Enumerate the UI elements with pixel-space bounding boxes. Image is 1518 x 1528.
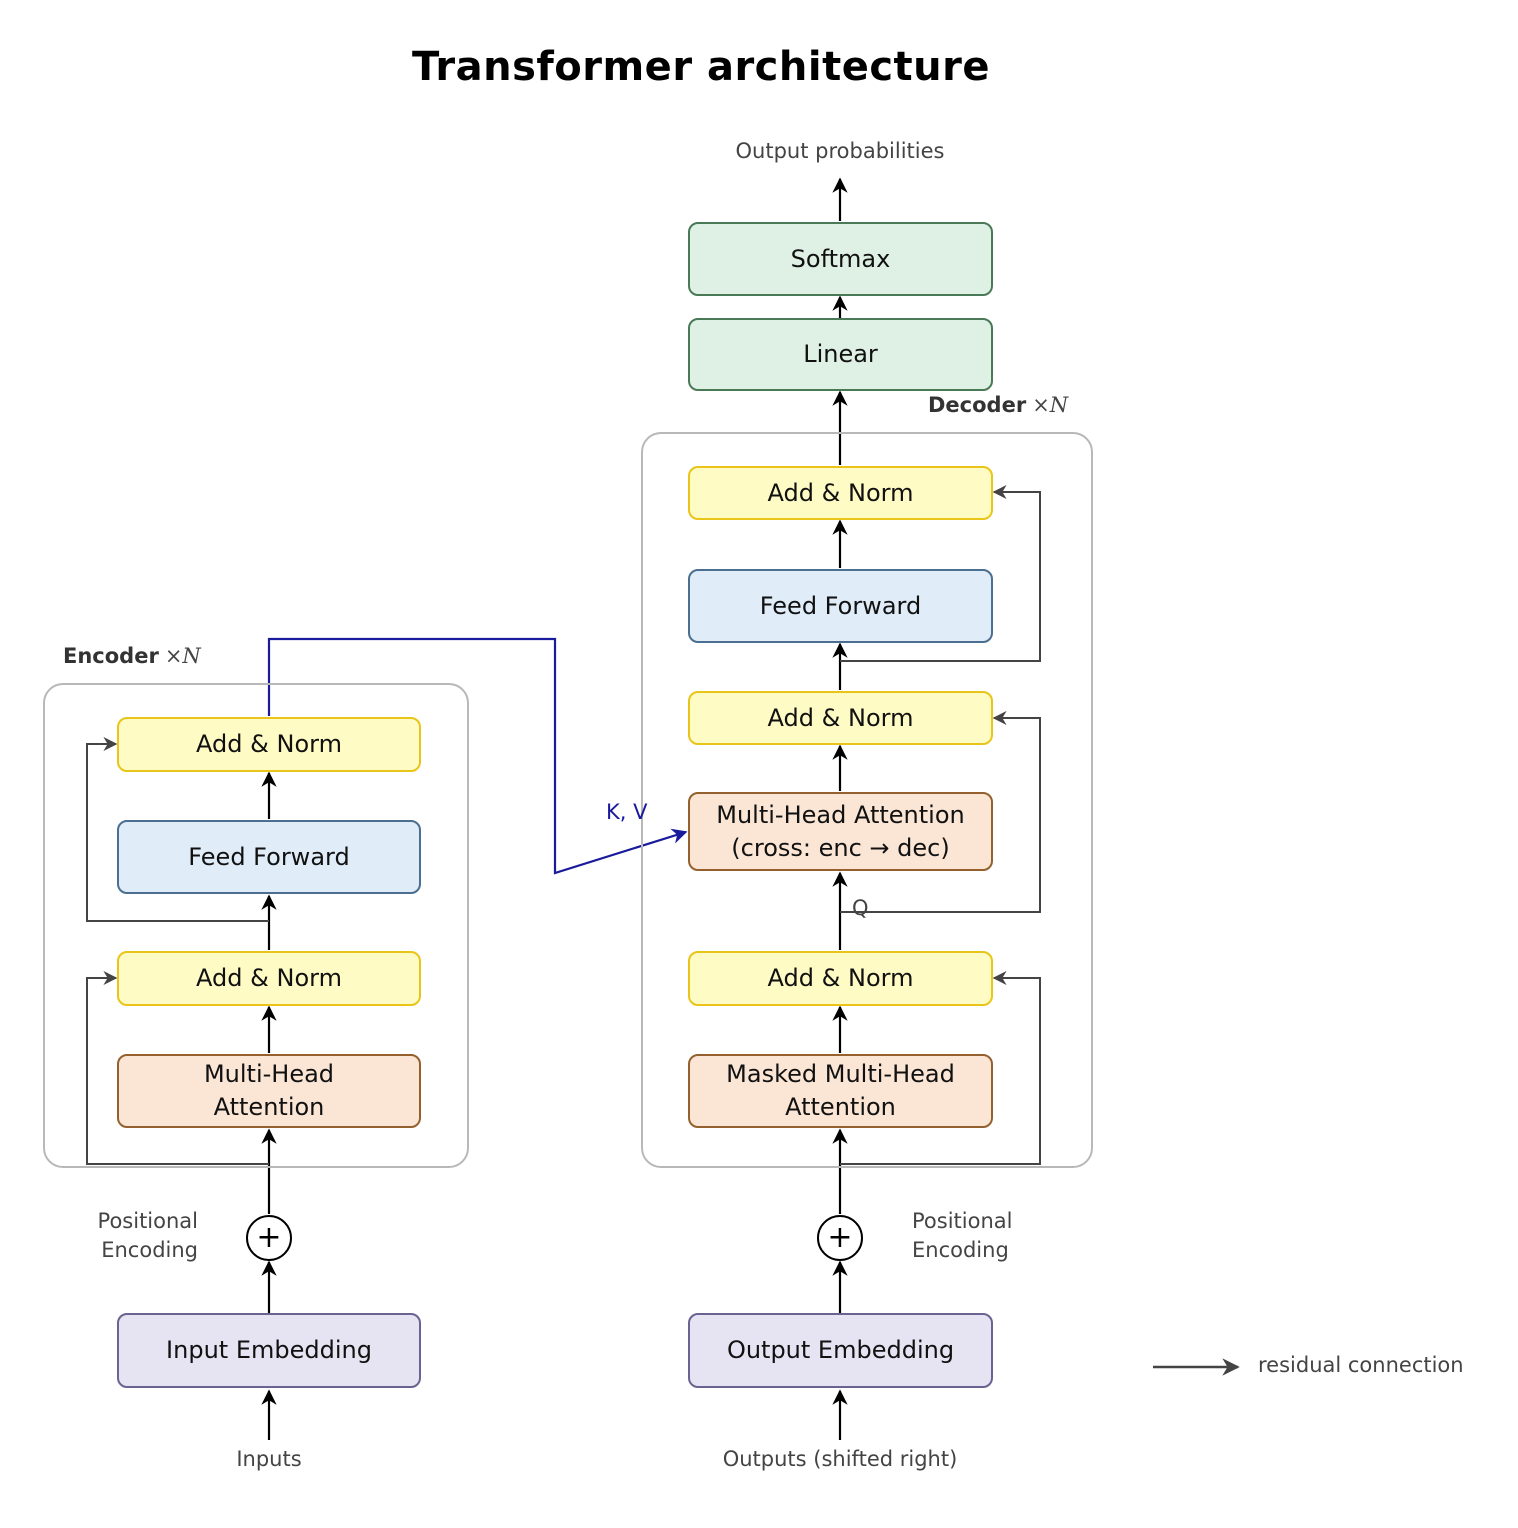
- linear-label: Linear: [803, 340, 878, 368]
- encoder-add-norm-1: Add & Norm: [117, 951, 421, 1006]
- decoder-add-norm-3-label: Add & Norm: [767, 478, 914, 507]
- encoder-add-norm-1-label: Add & Norm: [196, 964, 342, 992]
- decoder-residual-arrows: [840, 485, 1041, 1165]
- decoder-stack-label: Decoder×N: [928, 393, 1068, 417]
- encoder-positional-line1: Positional: [97, 1209, 198, 1233]
- masked-attention-line2: Attention: [785, 1093, 896, 1121]
- decoder-add-norm-3: Add & Norm: [688, 466, 993, 520]
- linear-block: Linear: [688, 318, 993, 391]
- encoder-stack-frame: [43, 683, 469, 1168]
- q-label: Q: [852, 896, 869, 920]
- decoder-positional-add-icon: +: [817, 1215, 863, 1261]
- encoder-feed-forward-label: Feed Forward: [188, 842, 350, 871]
- diagram-title: Transformer architecture: [412, 44, 990, 90]
- encoder-residual-arrows: [86, 737, 269, 1165]
- kv-label: K, V: [606, 800, 648, 824]
- encoder-positional-encoding-label: Positional Encoding: [60, 1207, 198, 1265]
- decoder-positional-line2: Encoding: [912, 1238, 1009, 1262]
- input-embedding-label: Input Embedding: [166, 1336, 372, 1364]
- decoder-multiplier: ×N: [1032, 393, 1069, 417]
- output-probabilities-label: Output probabilities: [735, 139, 945, 163]
- decoder-cross-attention: Multi-Head Attention (cross: enc → dec): [688, 792, 993, 871]
- encoder-add-norm-2: Add & Norm: [117, 717, 421, 772]
- encoder-label-text: Encoder: [63, 644, 159, 668]
- encoder-stack-label: Encoder×N: [63, 644, 201, 668]
- outputs-shifted-label: Outputs (shifted right): [722, 1447, 958, 1471]
- softmax-block: Softmax: [688, 222, 993, 296]
- encoder-positional-add-icon: +: [246, 1215, 292, 1261]
- input-embedding: Input Embedding: [117, 1313, 421, 1388]
- decoder-feed-forward: Feed Forward: [688, 569, 993, 643]
- decoder-label-text: Decoder: [928, 393, 1027, 417]
- encoder-multi-head-attention: Multi-Head Attention: [117, 1054, 421, 1128]
- inputs-label: Inputs: [236, 1447, 302, 1471]
- output-embedding-label: Output Embedding: [726, 1336, 955, 1364]
- encoder-add-norm-2-label: Add & Norm: [196, 730, 342, 758]
- output-embedding: Output Embedding: [688, 1313, 993, 1388]
- encoder-feed-forward: Feed Forward: [117, 820, 421, 894]
- softmax-label: Softmax: [790, 244, 891, 273]
- encoder-multiplier: ×N: [164, 644, 201, 668]
- cross-attention-line2: (cross: enc → dec): [731, 833, 950, 862]
- decoder-add-norm-1-label: Add & Norm: [767, 964, 914, 992]
- decoder-positional-line1: Positional: [912, 1209, 1013, 1233]
- decoder-add-norm-2: Add & Norm: [688, 691, 993, 745]
- cross-attention-line1: Multi-Head Attention: [716, 800, 965, 829]
- legend-residual-label: residual connection: [1258, 1353, 1464, 1377]
- masked-attention-line1: Masked Multi-Head: [726, 1060, 955, 1088]
- decoder-feed-forward-label: Feed Forward: [759, 591, 922, 620]
- decoder-add-norm-1: Add & Norm: [688, 951, 993, 1006]
- decoder-add-norm-2-label: Add & Norm: [767, 703, 914, 732]
- encoder-attention-line2: Attention: [213, 1093, 325, 1121]
- kv-cross-arrow: [267, 637, 688, 875]
- decoder-stack-frame: [641, 432, 1093, 1168]
- decoder-positional-encoding-label: Positional Encoding: [912, 1207, 1062, 1265]
- encoder-attention-line1: Multi-Head: [203, 1060, 335, 1088]
- encoder-plus-symbol: +: [256, 1220, 282, 1255]
- decoder-plus-symbol: +: [827, 1220, 853, 1255]
- encoder-positional-line2: Encoding: [101, 1238, 198, 1262]
- decoder-masked-attention: Masked Multi-Head Attention: [688, 1054, 993, 1128]
